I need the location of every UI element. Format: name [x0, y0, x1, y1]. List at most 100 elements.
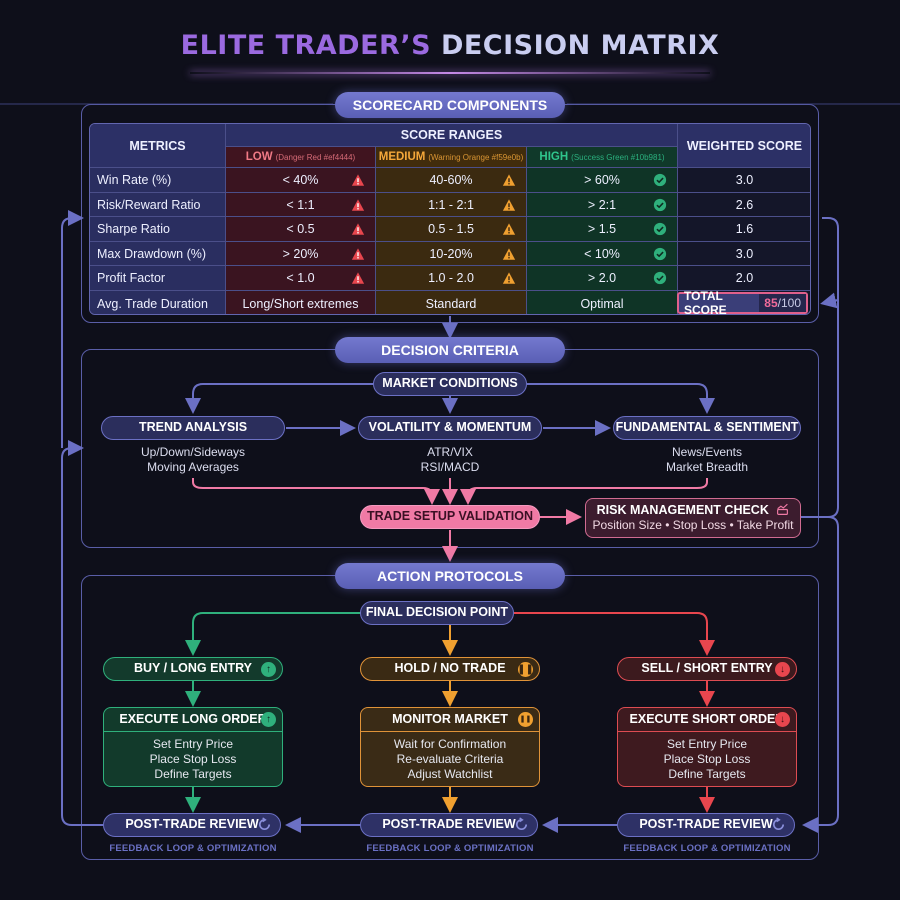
check-circle-icon — [653, 222, 667, 236]
refresh-icon — [773, 817, 785, 830]
section-scorecard: SCORECARD COMPONENTS — [335, 92, 565, 118]
execute-short-order-steps: Set Entry Price Place Stop Loss Define T… — [663, 737, 751, 781]
medium-cell: 0.5 - 1.5 — [376, 217, 527, 242]
metric-max-drawdown: Max Drawdown (%) — [90, 242, 226, 266]
refresh-icon — [516, 817, 528, 830]
low-cell: Long/Short extremes — [226, 291, 376, 314]
warning-triangle-icon — [351, 174, 365, 186]
node-final-decision-point[interactable]: FINAL DECISION POINT — [360, 601, 514, 625]
arrow-up-icon: ↑ — [261, 712, 276, 727]
pause-icon: ❚❚ — [517, 662, 534, 677]
execute-long-order-steps: Set Entry Price Place Stop Loss Define T… — [149, 737, 237, 781]
feedback-label-hold: FEEDBACK LOOP & OPTIMIZATION — [366, 843, 534, 854]
arrow-down-icon: ↓ — [775, 712, 790, 727]
pause-icon: ❚❚ — [518, 712, 533, 727]
medium-cell: 1:1 - 2:1 — [376, 193, 527, 217]
warning-triangle-icon — [351, 223, 365, 235]
check-circle-icon — [653, 247, 667, 260]
execute-long-order-title: EXECUTE LONG ORDER↑ — [104, 708, 282, 732]
warning-triangle-icon — [502, 247, 516, 260]
total-score-badge: TOTAL SCORE 85/100 — [677, 289, 808, 317]
risk-management-check[interactable]: RISK MANAGEMENT CHECK Position Size • St… — [585, 498, 801, 538]
metric-risk-reward: Risk/Reward Ratio — [90, 193, 226, 217]
warning-triangle-icon — [502, 223, 516, 235]
total-score-label: TOTAL SCORE — [684, 289, 727, 317]
high-cell: > 1.5 — [527, 217, 678, 242]
warning-triangle-icon — [502, 272, 516, 284]
medium-cell: 10-20% — [376, 242, 527, 266]
node-market-conditions[interactable]: MARKET CONDITIONS — [373, 372, 527, 396]
node-trade-setup-validation[interactable]: TRADE SETUP VALIDATION — [360, 505, 540, 529]
warning-triangle-icon — [351, 247, 365, 260]
execute-short-order-title: EXECUTE SHORT ORDER↓ — [618, 708, 796, 732]
low-cell: < 1.0 — [226, 266, 376, 291]
chart-trend-icon — [777, 503, 789, 515]
check-circle-icon — [653, 173, 667, 187]
node-volatility-momentum[interactable]: VOLATILITY & MOMENTUM — [358, 416, 542, 440]
warning-triangle-icon — [502, 198, 516, 211]
warning-triangle-icon — [351, 198, 365, 211]
medium-cell: 1.0 - 2.0 — [376, 266, 527, 291]
high-cell: Optimal — [527, 291, 678, 314]
sell-short-entry[interactable]: SELL / SHORT ENTRY ↓ — [617, 657, 797, 681]
metric-win-rate: Win Rate (%) — [90, 168, 226, 193]
weighted-score-cell: 1.6 — [678, 217, 810, 242]
page-title: ELITE TRADER’S DECISION MATRIX — [0, 30, 900, 61]
check-circle-icon — [653, 198, 667, 211]
section-decision-criteria: DECISION CRITERIA — [335, 337, 565, 363]
refresh-icon — [259, 817, 271, 830]
low-cell: < 0.5 — [226, 217, 376, 242]
weighted-score-cell: 3.0 — [678, 242, 810, 266]
feedback-label-short: FEEDBACK LOOP & OPTIMIZATION — [623, 843, 791, 854]
medium-cell: Standard — [376, 291, 527, 314]
low-cell: > 20% — [226, 242, 376, 266]
warning-triangle-icon — [502, 174, 516, 186]
low-cell: < 1:1 — [226, 193, 376, 217]
buy-long-entry[interactable]: BUY / LONG ENTRY ↑ — [103, 657, 283, 681]
post-trade-review-long[interactable]: POST-TRADE REVIEW — [103, 813, 281, 837]
monitor-market-card[interactable]: MONITOR MARKET❚❚ Wait for Confirmation R… — [360, 707, 540, 787]
post-trade-review-hold[interactable]: POST-TRADE REVIEW — [360, 813, 538, 837]
header-weighted-score: WEIGHTED SCORE — [678, 124, 810, 168]
metric-avg-trade-duration: Avg. Trade Duration — [90, 291, 226, 314]
title-part-1: ELITE TRADER’S — [180, 30, 432, 61]
execute-long-order-card[interactable]: EXECUTE LONG ORDER↑ Set Entry Price Plac… — [103, 707, 283, 787]
section-action-protocols: ACTION PROTOCOLS — [335, 563, 565, 589]
header-metrics: METRICS — [90, 124, 226, 168]
trend-details: Up/Down/Sideways Moving Averages — [140, 445, 246, 474]
risk-management-details: Position Size • Stop Loss • Take Profit — [592, 518, 794, 532]
node-trend-analysis[interactable]: TREND ANALYSIS — [101, 416, 285, 440]
hold-no-trade[interactable]: HOLD / NO TRADE ❚❚ — [360, 657, 540, 681]
high-cell: > 2.0 — [527, 266, 678, 291]
header-score-ranges: SCORE RANGES — [226, 124, 678, 147]
header-low: LOW(Danger Red #ef4444) — [226, 147, 376, 168]
high-cell: < 10% — [527, 242, 678, 266]
title-underline — [190, 72, 710, 74]
feedback-label-long: FEEDBACK LOOP & OPTIMIZATION — [109, 843, 277, 854]
header-medium: MEDIUM(Warning Orange #f59e0b) — [376, 147, 527, 168]
low-cell: < 40% — [226, 168, 376, 193]
total-score-value: 85/100 — [759, 294, 806, 312]
weighted-score-cell: 2.6 — [678, 193, 810, 217]
arrow-up-icon: ↑ — [261, 662, 276, 677]
title-part-2: DECISION MATRIX — [440, 30, 720, 61]
risk-management-title: RISK MANAGEMENT CHECK — [586, 503, 800, 517]
fundamental-details: News/Events Market Breadth — [665, 445, 749, 474]
monitor-market-steps: Wait for Confirmation Re-evaluate Criter… — [393, 737, 507, 781]
check-circle-icon — [653, 271, 667, 285]
medium-cell: 40-60% — [376, 168, 527, 193]
volatility-details: ATR/VIX RSI/MACD — [420, 445, 480, 474]
post-trade-review-short[interactable]: POST-TRADE REVIEW — [617, 813, 795, 837]
weighted-score-cell: 2.0 — [678, 266, 810, 291]
weighted-score-cell: 3.0 — [678, 168, 810, 193]
metric-profit-factor: Profit Factor — [90, 266, 226, 291]
monitor-market-title: MONITOR MARKET❚❚ — [361, 708, 539, 732]
warning-triangle-icon — [351, 272, 365, 284]
arrow-down-icon: ↓ — [775, 662, 790, 677]
execute-short-order-card[interactable]: EXECUTE SHORT ORDER↓ Set Entry Price Pla… — [617, 707, 797, 787]
high-cell: > 2:1 — [527, 193, 678, 217]
scorecard-table: METRICS SCORE RANGES WEIGHTED SCORE LOW(… — [89, 123, 811, 315]
node-fundamental-sentiment[interactable]: FUNDAMENTAL & SENTIMENT — [613, 416, 801, 440]
metric-sharpe: Sharpe Ratio — [90, 217, 226, 242]
header-high: HIGH(Success Green #10b981) — [527, 147, 678, 168]
